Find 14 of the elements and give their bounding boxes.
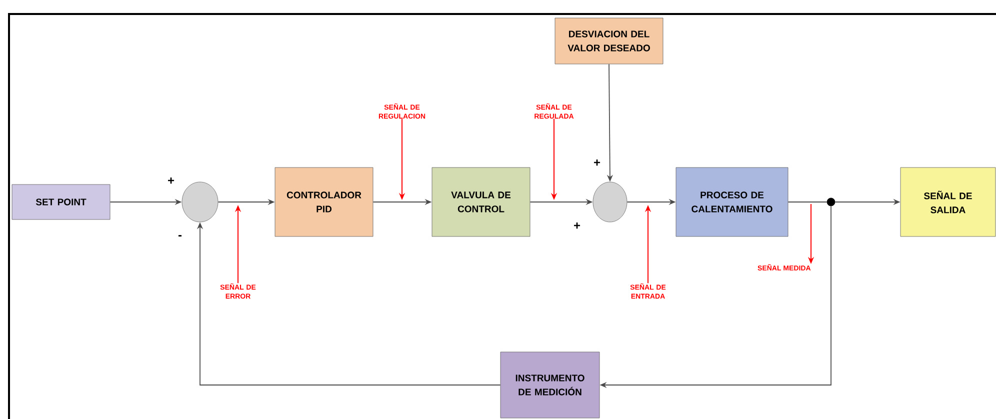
sign-label: +: [574, 222, 580, 229]
sign-label: +: [594, 159, 600, 166]
sign-label: -: [178, 235, 182, 236]
disturbance-box: DESVIACION DEL VALOR DESEADO: [554, 18, 664, 64]
summing-junction: [182, 182, 218, 222]
sign-label: +: [168, 177, 174, 184]
summing-junction: [592, 182, 628, 222]
input-box: SET POINT: [12, 184, 110, 220]
instrument-box: INSTRUMENTO DE MEDICIÓN: [500, 352, 600, 418]
process-box: PROCESO DE CALENTAMIENTO: [676, 167, 788, 237]
controller-box: CONTROLADOR PID: [274, 167, 374, 237]
junction-dot: [826, 198, 836, 206]
valve-box: VALVULA DE CONTROL: [432, 167, 530, 237]
output-box: SEÑAL DE SALIDA: [900, 167, 996, 237]
